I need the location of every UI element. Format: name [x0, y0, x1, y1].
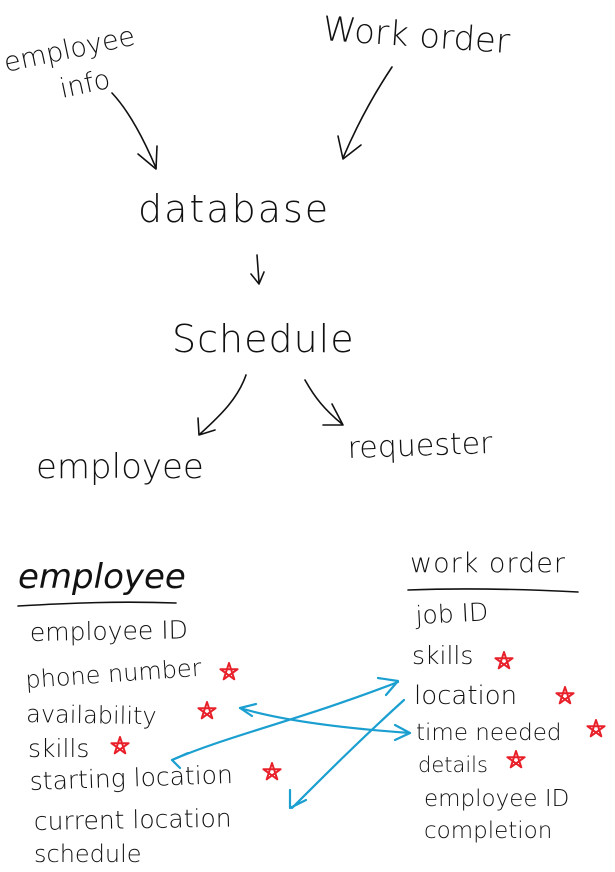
work-order-field-details-star-icon [506, 750, 526, 769]
work-order-table-title: work order [410, 548, 566, 579]
node-work-order: Work order [321, 9, 511, 62]
node-database: database [138, 187, 330, 231]
arrow-database-to-schedule [250, 254, 265, 285]
employee-field-availability: availability [26, 700, 157, 730]
link-starting-location-to-location [170, 676, 400, 770]
work-order-field-location-star-icon [555, 686, 575, 705]
work-order-field-location: location [414, 681, 517, 711]
node-employee-info-line-1: employee [1, 21, 138, 79]
employee-field-current-location: current location [34, 804, 232, 836]
employee-field-phone-number-star-icon [219, 662, 239, 681]
work-order-field-time-needed-star-icon [586, 719, 606, 738]
node-employee: employee [36, 447, 204, 487]
arrow-schedule-to-requester [304, 379, 344, 426]
link-availability-to-time-needed [238, 702, 412, 742]
work-order-field-employee-id: employee ID [424, 786, 569, 812]
link-current-location-to-location [288, 698, 406, 810]
node-employee-info-line-2: info [57, 64, 113, 105]
arrow-schedule-to-employee [197, 374, 247, 436]
work-order-field-completion: completion [424, 818, 552, 844]
node-requester: requester [347, 426, 494, 466]
node-employee-info: employee info [1, 21, 138, 105]
arrow-employee-info-to-database [111, 92, 158, 170]
employee-table-fields: employee ID phone number availability skill… [24, 615, 282, 868]
work-order-field-skills-star-icon [494, 651, 514, 670]
employee-field-schedule: schedule [34, 840, 142, 868]
work-order-field-job-id: job ID [414, 597, 489, 630]
work-order-field-time-needed: time needed [416, 720, 562, 746]
employee-field-availability-star-icon [197, 701, 217, 720]
employee-field-starting-location: starting location [29, 760, 233, 796]
work-order-field-skills: skills [412, 641, 473, 670]
field-links [170, 676, 412, 810]
arrow-work-order-to-database [337, 66, 393, 160]
employee-field-starting-location-star-icon [262, 762, 282, 781]
employee-field-employee-id: employee ID [30, 615, 188, 647]
work-order-table-underline [407, 588, 579, 593]
employee-table-title: employee [18, 557, 186, 597]
work-order-field-details: details [418, 753, 488, 777]
employee-field-phone-number: phone number [24, 654, 202, 694]
work-order-table-fields: job ID skills location time needed details em… [412, 597, 606, 844]
node-schedule: Schedule [172, 317, 355, 361]
employee-table-underline [17, 601, 177, 607]
employee-field-skills: skills [28, 734, 89, 763]
employee-field-skills-star-icon [110, 736, 130, 755]
